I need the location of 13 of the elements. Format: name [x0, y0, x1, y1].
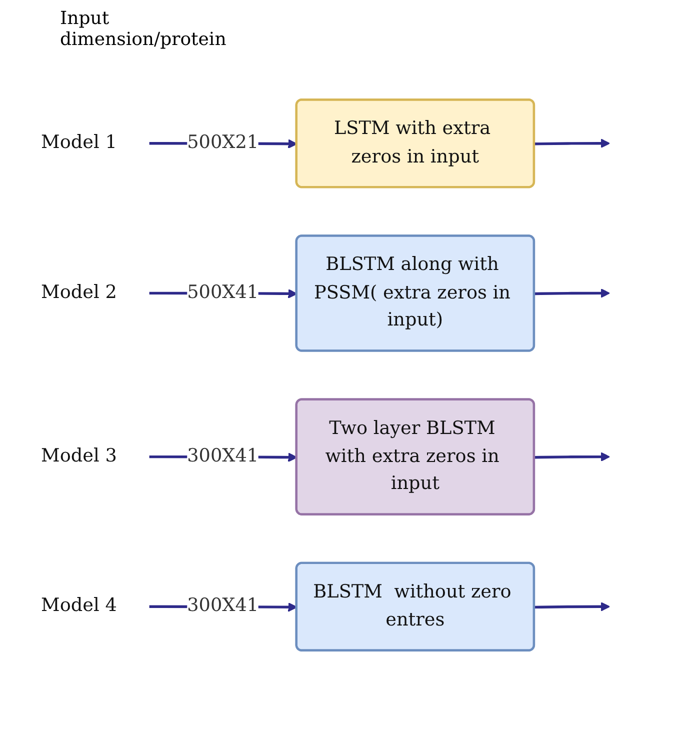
arrow [534, 452, 610, 462]
column-heading: Input dimension/protein [60, 8, 228, 50]
edge-label: 300X41 [187, 595, 259, 617]
node-text: Model 1 [41, 132, 117, 154]
node-text: Model 2 [41, 282, 117, 304]
node-text: Model 3 [41, 445, 117, 467]
arrow [534, 138, 610, 148]
edge-label: 500X41 [187, 282, 259, 304]
edge-label: 500X21 [187, 132, 259, 154]
arrow [534, 602, 610, 612]
node-text: Model 4 [41, 595, 117, 617]
arrow [534, 288, 610, 298]
edge-label: 300X41 [187, 445, 259, 467]
